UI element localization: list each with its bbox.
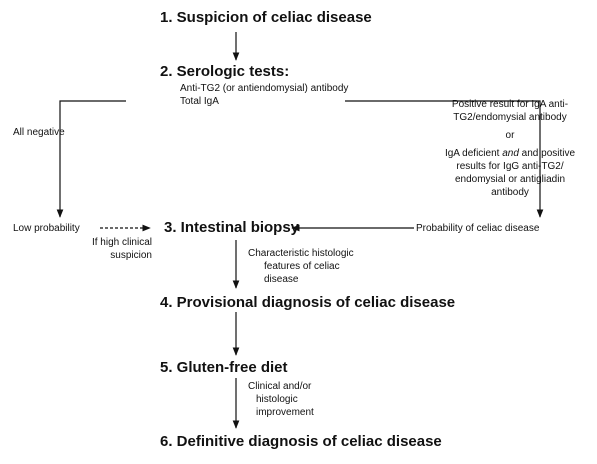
step-1-suspicion: 1. Suspicion of celiac disease (160, 9, 372, 26)
label-positive-result: Positive result for IgA anti- TG2/endomy… (425, 98, 595, 199)
label-improvement-line2: histologic (256, 394, 298, 405)
label-deficient-line2: results for IgG anti-TG2/ (456, 161, 564, 172)
step-3-intestinal-biopsy: 3. Intestinal biopsy (164, 219, 300, 236)
label-deficient-part-c: and positive (518, 148, 576, 159)
serology-test-total-iga: Total IgA (180, 96, 219, 107)
label-improvement-line3: improvement (256, 407, 314, 418)
label-deficient-line3: endomysial or antigliadin (454, 174, 566, 185)
label-all-negative: All negative (13, 127, 65, 138)
label-histologic-line2: features of celiac (264, 261, 340, 272)
label-histologic-line3: disease (264, 274, 299, 285)
label-positive-line1: Positive result for IgA anti- (451, 99, 569, 110)
label-deficient-line4: antibody (491, 187, 529, 198)
arrow-positive-result (345, 100, 544, 218)
label-if-high-clinical-suspicion: If high clinical suspicion (70, 236, 152, 262)
step-4-provisional-diagnosis: 4. Provisional diagnosis of celiac disea… (160, 294, 456, 311)
arrow-all-negative (56, 100, 126, 218)
label-improvement: Clinical and/or histologic improvement (248, 380, 314, 419)
label-if-high-line2: suspicion (110, 250, 152, 261)
serology-test-antitg2: Anti-TG2 (or antiendomysial) antibody (180, 83, 349, 94)
label-improvement-line1: Clinical and/or (248, 381, 312, 392)
step-6-definitive-diagnosis: 6. Definitive diagnosis of celiac diseas… (160, 433, 442, 450)
label-histologic-line1: Characteristic histologic (248, 248, 354, 259)
label-histologic-features: Characteristic histologic features of ce… (248, 247, 354, 286)
label-probability-of-celiac: Probability of celiac disease (416, 223, 540, 234)
label-low-probability: Low probability (13, 223, 80, 234)
label-if-high-line1: If high clinical (91, 237, 152, 248)
label-deficient-part-and: and (502, 148, 519, 159)
label-deficient-line1: IgA deficient and and positive (425, 147, 595, 160)
label-or: or (505, 130, 515, 141)
label-positive-line2: TG2/endomysial antibody (453, 112, 567, 123)
step-2-serologic-tests: 2. Serologic tests: (160, 63, 290, 80)
step-5-gluten-free-diet: 5. Gluten-free diet (160, 359, 288, 376)
label-deficient-part-a: IgA deficient (444, 148, 503, 159)
